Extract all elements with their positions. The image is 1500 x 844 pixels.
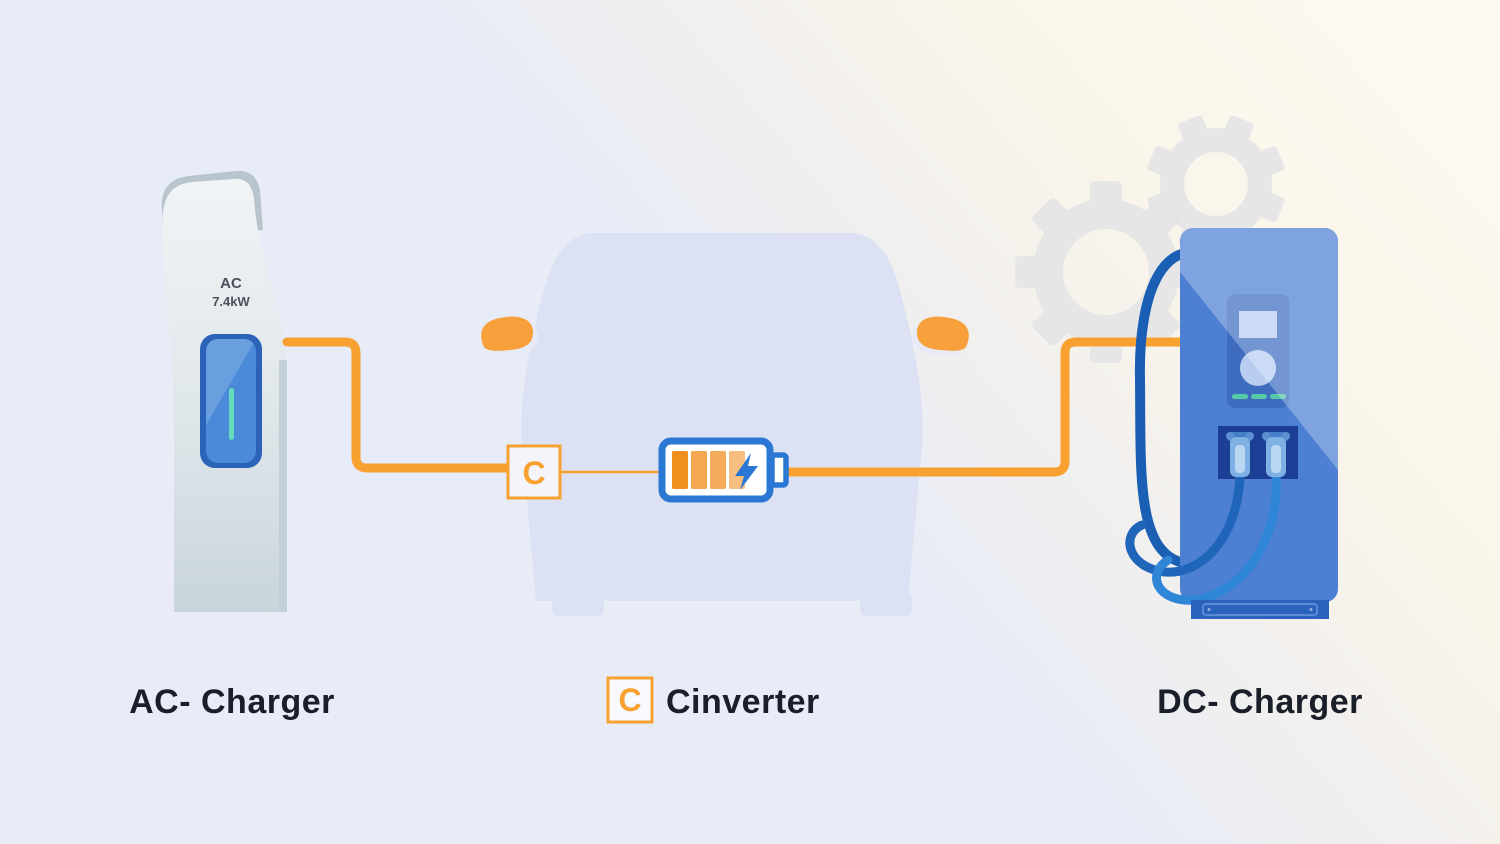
ac-power-label: 7.4kW [212, 294, 250, 309]
lightning-bolt-icon [735, 453, 758, 490]
converter-box: C [506, 444, 562, 500]
charger-cabinet [1180, 228, 1338, 602]
legend-converter-label: Cinverter [666, 683, 820, 721]
battery-bar [729, 451, 745, 489]
side-mirror-right-icon [911, 316, 969, 355]
plug-connector-left [1226, 432, 1254, 477]
status-dash [1270, 394, 1286, 399]
legend-converter-box [606, 676, 654, 724]
status-dash [1232, 394, 1248, 399]
car-wheel-right [860, 592, 912, 616]
pillar-side-shade [279, 360, 287, 612]
car-silhouette [481, 233, 969, 616]
ac-type-label: AC [220, 275, 242, 292]
wallbox-status-light [229, 388, 234, 440]
battery-bar [691, 451, 707, 489]
caption-dc-charger: DC- Charger [1157, 683, 1363, 721]
caption-ac-charger: AC- Charger [129, 683, 335, 721]
charging-cable-ac [282, 337, 511, 473]
legend-converter: C Cinverter [606, 676, 820, 724]
reader-circle [1240, 350, 1276, 386]
ac-charger-station: AC 7.4kW [161, 170, 287, 613]
dc-charger-station [1125, 228, 1338, 619]
side-mirror-left-icon [481, 316, 539, 355]
battery-bar [672, 451, 688, 489]
charging-cable-dc [785, 337, 1188, 477]
battery-bar [710, 451, 726, 489]
wallbox-unit [200, 334, 262, 468]
plug-cable-right [1152, 469, 1281, 605]
legend-converter-symbol: C [618, 682, 641, 718]
status-dash [1251, 394, 1267, 399]
plug-connector-right [1262, 432, 1290, 477]
charger-base [1191, 600, 1329, 619]
display-screen [1239, 311, 1277, 338]
plug-cable-left [1125, 469, 1245, 577]
battery-terminal [769, 452, 789, 488]
battery-icon [658, 437, 789, 503]
car-wheel-left [552, 592, 604, 616]
converter-symbol: C [522, 455, 545, 491]
cabinet-highlight [1180, 228, 1338, 470]
